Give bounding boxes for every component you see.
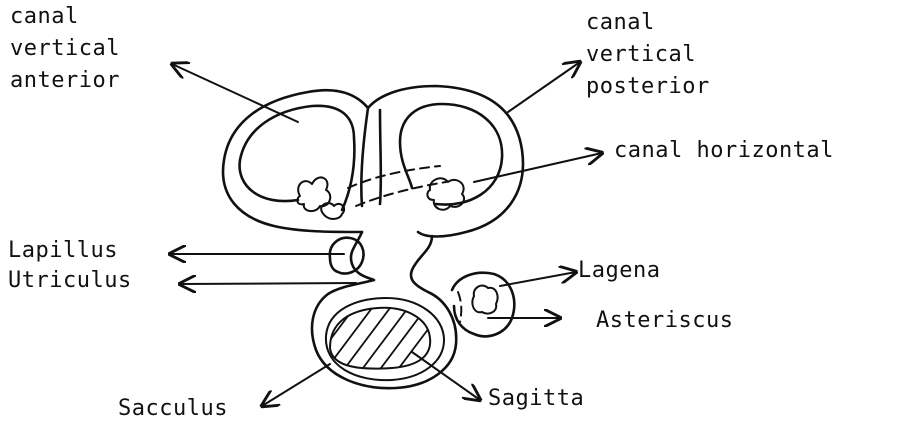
lagena-dashed-boundary	[458, 292, 461, 322]
label-anterior-line3: anterior	[10, 68, 120, 93]
posterior-canal-inner	[400, 104, 502, 205]
label-utriculus: Utriculus	[8, 268, 132, 293]
arrow-utriculus	[180, 283, 356, 284]
arrow-sagitta	[412, 352, 480, 400]
label-posterior-line3: posterior	[586, 74, 710, 99]
label-posterior-line2: vertical	[586, 42, 696, 67]
label-lapillus: Lapillus	[8, 238, 118, 263]
label-sagitta: Sagitta	[488, 386, 584, 411]
asteriscus-otolith	[472, 286, 497, 314]
anterior-ampulla	[297, 177, 330, 211]
label-lagena: Lagena	[578, 258, 660, 283]
sagitta-otolith	[330, 308, 430, 369]
arrow-sacculus	[262, 364, 330, 406]
label-anterior-line1: canal	[10, 4, 79, 29]
label-sacculus: Sacculus	[118, 396, 228, 421]
label-posterior-line1: canal	[586, 10, 655, 35]
arrow-posterior	[508, 62, 580, 112]
arrow-lagena	[500, 272, 576, 286]
label-canal-horizontal: canal horizontal	[614, 138, 834, 163]
label-asteriscus: Asteriscus	[596, 308, 733, 333]
lapillus-otolith	[330, 238, 364, 274]
central-crus	[361, 108, 381, 206]
arrow-horizontal	[474, 153, 602, 182]
arrow-anterior	[172, 64, 298, 122]
lagena-pouch	[452, 273, 514, 336]
label-anterior-line2: vertical	[10, 36, 120, 61]
horizontal-canal-dashed-2	[356, 182, 446, 206]
